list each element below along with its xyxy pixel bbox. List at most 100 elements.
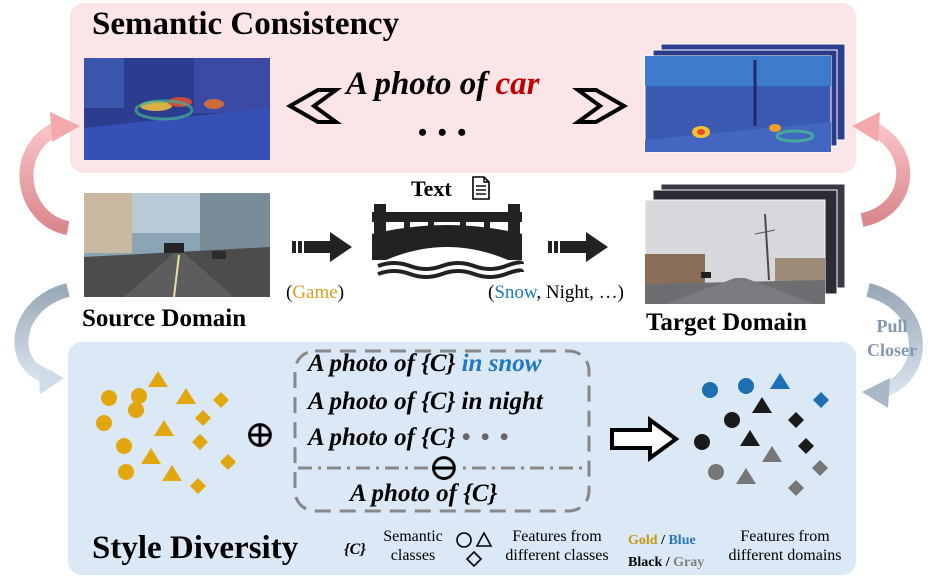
semantic-prompt-class: car	[495, 66, 540, 102]
diamond-icon	[788, 412, 804, 428]
gold-feature-cluster	[96, 371, 236, 494]
triangle-icon	[162, 465, 182, 481]
snow-label: Snow	[494, 282, 537, 303]
right-arrow-icon	[292, 232, 352, 262]
pull-closer-line2: Closer	[867, 340, 917, 360]
triangle-icon	[176, 388, 196, 404]
circle-icon	[118, 464, 134, 480]
legend-gold: Gold	[628, 533, 658, 548]
circle-icon	[101, 390, 117, 406]
triangle-icon	[752, 397, 772, 413]
circle-icon	[456, 532, 472, 548]
right-arrow-icon-2	[548, 232, 608, 262]
source-domain-name: (Game)	[286, 282, 344, 304]
circle-icon	[116, 438, 132, 454]
legend-shape-icons	[456, 531, 493, 568]
legend-semantic-classes: Semantic classes	[380, 527, 446, 565]
style-prompt-1-suffix: in snow	[461, 350, 542, 377]
triangle-icon	[475, 531, 493, 547]
legend-features-line2: different classes	[505, 547, 609, 564]
legend-semantic-line2: classes	[390, 547, 436, 564]
bridge-icon	[372, 204, 524, 279]
pull-closer-label: Pull Closer	[860, 314, 924, 362]
circle-icon	[128, 402, 144, 418]
mixed-feature-cluster	[694, 373, 829, 496]
legend-features-line1: Features from	[512, 528, 602, 545]
diamond-icon	[798, 438, 814, 454]
style-diversity-panel	[68, 342, 856, 575]
circle-icon	[694, 434, 710, 450]
left-gray-arrowhead	[38, 364, 64, 394]
legend-semantic-line1: Semantic	[383, 528, 443, 545]
diamond-icon	[812, 460, 828, 476]
triangle-icon	[154, 420, 174, 436]
diamond-icon	[220, 454, 236, 470]
plus-circle-icon: ⊕	[244, 414, 276, 456]
circle-icon	[708, 464, 724, 480]
style-prompt-3-suffix: • • •	[461, 424, 511, 451]
right-gray-arrow	[865, 283, 923, 399]
legend-domains-line1: Features from	[740, 528, 830, 545]
left-pink-arrowhead	[50, 112, 80, 142]
text-label: Text	[411, 176, 452, 201]
circle-icon	[702, 382, 718, 398]
legend-domain-colors-line2: Black / Gray	[628, 552, 704, 574]
prompt-dashed-box	[293, 349, 591, 513]
legend-black: Black	[628, 555, 663, 570]
snow-open-paren: (	[488, 282, 495, 303]
chevron-right-icon	[571, 88, 629, 124]
semantic-ellipsis: • • •	[418, 118, 469, 147]
style-prompt-1: A photo of {C} in snow	[308, 350, 541, 378]
triangle-icon	[736, 468, 756, 484]
legend-blue: Blue	[668, 533, 696, 548]
style-prompt-3: A photo of {C} • • •	[308, 424, 510, 452]
other-domains-label: , Night, …)	[536, 282, 624, 303]
hollow-arrow-icon	[610, 416, 680, 462]
legend-features-classes: Features from different classes	[494, 527, 620, 565]
diamond-icon	[213, 392, 229, 408]
document-icon	[472, 176, 490, 200]
style-diversity-title: Style Diversity	[92, 530, 299, 566]
legend-domain-colors: Gold / Blue Black / Gray	[628, 530, 704, 574]
diamond-icon	[195, 410, 211, 426]
style-prompt-2: A photo of {C} in night	[308, 388, 543, 416]
legend-slash-1: /	[657, 533, 669, 548]
style-prompt-2-base: A photo of {C} in night	[308, 388, 543, 415]
game-label: Game	[292, 282, 338, 303]
source-heatmap-image	[84, 58, 270, 160]
diamond-icon	[813, 392, 829, 408]
left-gray-arrow	[14, 283, 71, 385]
triangle-icon	[770, 373, 790, 389]
source-domain-label: Source Domain	[82, 305, 247, 332]
diamond-icon	[465, 550, 483, 568]
anchor-prompt: A photo of {C}	[350, 480, 498, 507]
legend-c-symbol: {C}	[344, 541, 366, 558]
triangle-icon	[762, 446, 782, 462]
circle-icon	[131, 388, 147, 404]
chevron-left-icon	[285, 88, 343, 124]
right-pink-arrowhead	[852, 112, 880, 142]
style-prompt-1-base: A photo of {C}	[308, 350, 462, 377]
target-street-image-stack	[644, 183, 846, 305]
triangle-icon	[148, 371, 168, 387]
circle-icon	[738, 378, 754, 394]
minus-circle-icon: ⊖	[428, 447, 460, 489]
semantic-consistency-title: Semantic Consistency	[92, 6, 400, 42]
game-open-paren: (	[286, 282, 293, 303]
target-domain-label: Target Domain	[646, 309, 807, 336]
source-street-image	[84, 193, 270, 298]
triangle-icon	[740, 430, 760, 446]
semantic-prompt-prefix: A photo of	[346, 66, 496, 102]
circle-icon	[724, 412, 740, 428]
legend-domain-colors-line1: Gold / Blue	[628, 530, 704, 552]
pull-closer-line1: Pull	[876, 316, 908, 336]
legend-gray: Gray	[673, 555, 705, 570]
left-pink-arrow	[19, 121, 70, 235]
right-gray-arrowhead	[862, 378, 890, 408]
semantic-prompt: A photo of car	[346, 66, 539, 103]
circle-icon	[96, 415, 112, 431]
target-domain-names: (Snow, Night, …)	[488, 282, 624, 304]
right-pink-arrow	[860, 121, 911, 227]
diamond-icon	[788, 480, 804, 496]
